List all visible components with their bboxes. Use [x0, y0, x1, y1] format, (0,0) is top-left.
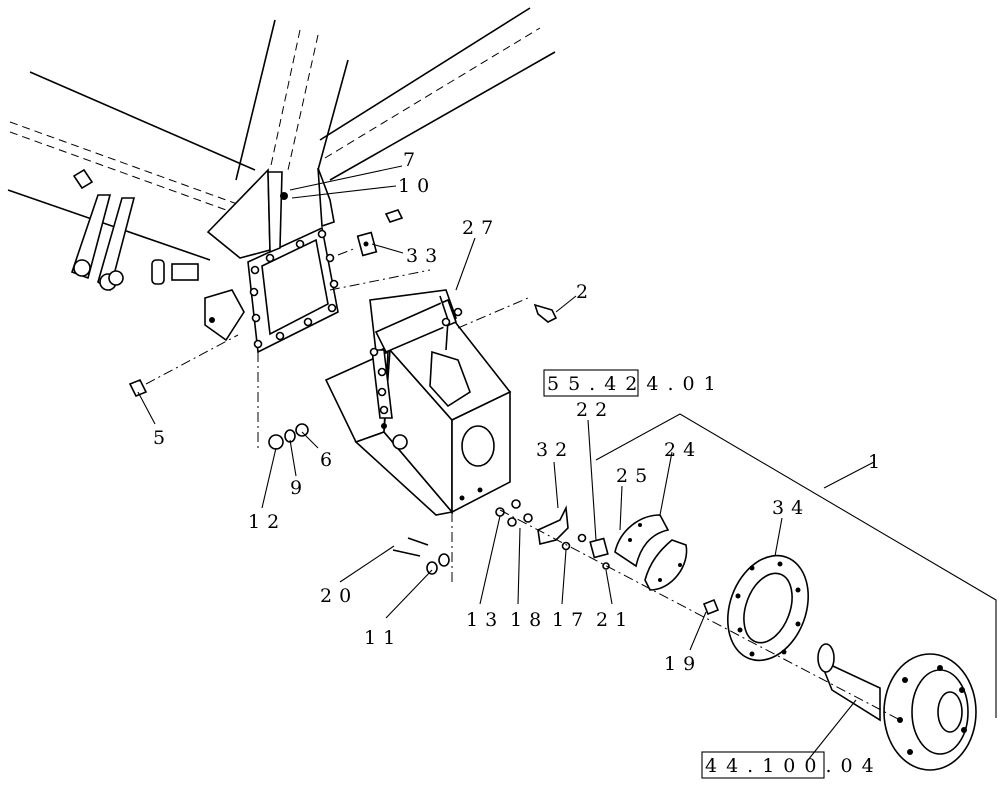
- reference-bottom-text: 44.100.04: [705, 755, 883, 777]
- callout-34: 34: [772, 497, 810, 519]
- reference-top: 55.424.01: [543, 369, 725, 397]
- callout-9: 9: [290, 477, 309, 499]
- callout-19: 19: [664, 653, 702, 675]
- callout-22: 22: [576, 399, 614, 421]
- callout-5: 5: [153, 427, 172, 449]
- callout-32: 32: [536, 439, 574, 461]
- reference-top-text: 55.424.01: [547, 373, 725, 395]
- centerlines: [145, 247, 901, 721]
- callout-25: 25: [616, 465, 654, 487]
- callout-33: 33: [406, 245, 444, 267]
- callout-10: 10: [398, 175, 436, 197]
- plate-34: [702, 554, 810, 662]
- hitch-brackets: [70, 168, 245, 342]
- callout-labels: 7 10 33 27 2 5 6 9 12 20 11 13 18 17 21 …: [153, 149, 887, 675]
- right-tube: [319, 7, 556, 181]
- hardware: [128, 209, 610, 575]
- group-line-1: [595, 413, 997, 718]
- callout-20: 20: [320, 585, 358, 607]
- callout-18: 18: [510, 609, 548, 631]
- callout-24: 24: [664, 439, 702, 461]
- callout-11: 11: [364, 627, 402, 649]
- callout-17: 17: [552, 609, 590, 631]
- callout-21: 21: [596, 609, 634, 631]
- callout-12: 12: [248, 511, 286, 533]
- callout-1: 1: [868, 451, 887, 473]
- leader-lines: [137, 165, 875, 761]
- frame-beam: [7, 71, 271, 261]
- upper-tube: [235, 19, 349, 181]
- hub-assembly: [817, 643, 977, 771]
- callout-13: 13: [466, 609, 504, 631]
- plate-24: [614, 514, 688, 591]
- frame-flange: [247, 226, 339, 354]
- callout-27: 27: [462, 217, 500, 239]
- callout-7: 7: [403, 149, 422, 171]
- gusset: [267, 167, 335, 254]
- spindle-bracket: [324, 289, 512, 516]
- reference-bottom: 44.100.04: [701, 751, 883, 779]
- callout-6: 6: [320, 449, 339, 471]
- callout-2: 2: [576, 281, 595, 303]
